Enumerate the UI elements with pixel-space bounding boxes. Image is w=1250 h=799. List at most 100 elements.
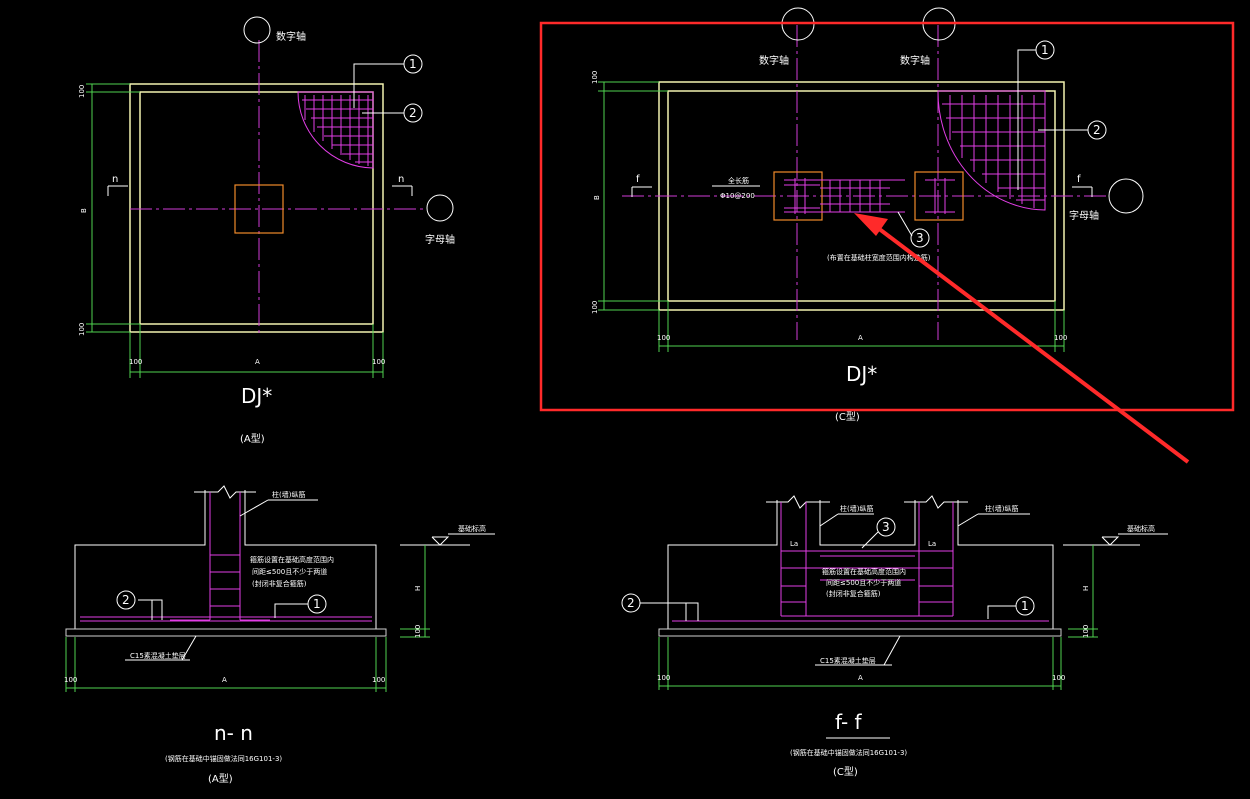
plan-c-beam-rebar <box>784 178 955 214</box>
section-ff-ground-label: 基础标高 <box>1127 524 1155 533</box>
plan-c-rebar-mesh <box>937 90 1046 211</box>
section-nn-dim-right: 100 <box>372 676 385 684</box>
section-nn-title: n- n <box>214 721 253 745</box>
section-ff-callout1-bubble <box>1015 596 1035 616</box>
section-nn-dimensions <box>65 545 430 692</box>
section-ff-dim-100: 100 <box>1082 625 1090 638</box>
plan-c-section-right: f <box>1077 174 1081 185</box>
plan-c-beam-note: (布置在基础柱宽度范围内构造筋) <box>827 253 931 262</box>
highlight-box <box>539 21 1235 412</box>
plan-c-callout1-leader <box>1017 49 1036 190</box>
plan-c-column-2 <box>914 171 964 221</box>
plan-a: 数字轴 字母轴 1 2 n n 100 B 100 <box>78 16 455 445</box>
section-ff-callout1-leader <box>987 605 1016 619</box>
plan-c-callout3-text: 3 <box>916 231 924 245</box>
section-ff-la-left: La <box>790 540 798 548</box>
plan-c-title: DJ* <box>846 362 877 386</box>
section-ff-c15-leader <box>883 635 901 666</box>
plan-c-num-axis-label-2: 数字轴 <box>900 54 930 67</box>
section-nn-column-rebar <box>170 492 270 621</box>
section-ff-rebar <box>780 502 954 617</box>
plan-a-rebar-mesh <box>297 91 374 169</box>
section-nn-colrebar-leader <box>239 499 269 517</box>
plan-a-dim-top: 100 <box>78 85 86 98</box>
plan-c-beam-rebar-label: 全长筋 <box>728 176 749 185</box>
section-ff-callout2-bubble <box>621 593 641 613</box>
plan-c-callout3-leader <box>897 211 913 237</box>
plan-c: 数字轴 数字轴 字母轴 1 2 3 f f 全长筋 Φ10@200 (布置在基础… <box>591 7 1144 423</box>
plan-c-dim-a: A <box>858 334 863 342</box>
plan-c-dim-b: B <box>593 195 601 200</box>
plan-a-letter-axis-bubble <box>426 194 454 222</box>
section-nn-stirrup-note-3: (封闭非复合箍筋) <box>252 579 307 588</box>
section-nn-type: (A型) <box>208 772 233 785</box>
plan-a-dim-left: 100 <box>129 358 142 366</box>
section-ff-stirrup-note-2: 间距≤500且不少于两道 <box>826 578 901 587</box>
plan-c-callout2-text: 2 <box>1093 123 1101 137</box>
section-ff-break-2 <box>904 495 968 509</box>
plan-c-letter-axis-label: 字母轴 <box>1069 209 1099 222</box>
plan-a-num-axis-bubble <box>243 16 271 44</box>
section-nn-dim-100: 100 <box>414 625 422 638</box>
section-nn-dim-left: 100 <box>64 676 77 684</box>
section-nn-colrebar-label: 柱(墙)纵筋 <box>272 490 305 499</box>
plan-c-column-1 <box>773 171 823 221</box>
section-ff-note: (钢筋在基础中锚固做法同16G101-3) <box>790 748 907 757</box>
plan-c-callout3-bubble <box>910 228 930 248</box>
section-nn-note: (钢筋在基础中锚固做法同16G101-3) <box>165 754 282 763</box>
section-ff-stirrup-note-1: 箍筋设置在基础高度范围内 <box>822 567 906 576</box>
section-ff-title: f- f <box>835 710 863 734</box>
plan-a-section-left: n <box>112 174 118 185</box>
section-ff-dimensions <box>658 545 1098 690</box>
plan-a-column <box>234 184 284 234</box>
section-nn-outline <box>74 490 206 629</box>
plan-a-type: (A型) <box>240 432 265 445</box>
section-ff: 2 1 3 La La 柱(墙)纵筋 柱(墙)纵筋 箍筋设置在基础高度范围内 间… <box>621 495 1168 778</box>
plan-c-callout1-bubble <box>1035 40 1055 60</box>
plan-a-dim-b: B <box>80 208 88 213</box>
plan-a-callout2-bubble <box>403 103 423 123</box>
plan-a-callout1-text: 1 <box>409 57 417 71</box>
section-ff-dim-right: 100 <box>1052 674 1065 682</box>
plan-c-type: (C型) <box>835 410 860 423</box>
plan-a-inner <box>139 91 374 325</box>
section-nn-callout2-bubble <box>116 590 136 610</box>
plan-c-callout2-bubble <box>1087 120 1107 140</box>
plan-a-num-axis-label: 数字轴 <box>276 30 306 43</box>
section-ff-callout1-text: 1 <box>1021 599 1029 613</box>
section-ff-callout3-leader <box>861 531 879 549</box>
plan-a-outer <box>129 83 384 333</box>
plan-c-dim-right: 100 <box>1054 334 1067 342</box>
section-ff-callout2-text: 2 <box>627 596 635 610</box>
plan-a-dim-right: 100 <box>372 358 385 366</box>
section-nn-ground-label: 基础标高 <box>458 524 486 533</box>
plan-a-dimensions <box>86 83 384 378</box>
section-nn-callout1-bubble <box>307 594 327 614</box>
section-nn-callout2-text: 2 <box>122 593 130 607</box>
plan-c-dim-left: 100 <box>657 334 670 342</box>
plan-c-dimensions <box>598 81 1065 352</box>
plan-a-section-right: n <box>398 174 404 185</box>
section-ff-dim-h: H <box>1082 586 1090 591</box>
section-ff-la-right: La <box>928 540 936 548</box>
section-nn-c15-label: C15素混凝土垫层 <box>130 651 186 660</box>
section-nn-stirrup-note-2: 间距≤500且不少于两道 <box>252 567 327 576</box>
plan-a-dim-a: A <box>255 358 260 366</box>
section-ff-callout3-bubble <box>876 517 896 537</box>
plan-c-section-left: f <box>636 174 640 185</box>
plan-c-callout1-text: 1 <box>1041 43 1049 57</box>
section-ff-type: (C型) <box>833 765 858 778</box>
section-nn-c15-leader <box>181 635 197 661</box>
section-ff-callout2-leader <box>640 602 687 621</box>
section-nn-callout1-text: 1 <box>313 597 321 611</box>
plan-c-dim-bottom: 100 <box>591 301 599 314</box>
plan-a-dim-bottom: 100 <box>78 323 86 336</box>
plan-c-num-axis-label-1: 数字轴 <box>759 54 789 67</box>
section-ff-colrebar-label-1: 柱(墙)纵筋 <box>840 504 873 513</box>
plan-c-letter-axis-bubble <box>1108 178 1144 214</box>
section-ff-break-1 <box>766 495 830 509</box>
plan-c-beam-rebar-spec: Φ10@200 <box>720 192 755 200</box>
section-ff-c15-label: C15素混凝土垫层 <box>820 656 876 665</box>
section-nn-dim-h: H <box>414 586 422 591</box>
